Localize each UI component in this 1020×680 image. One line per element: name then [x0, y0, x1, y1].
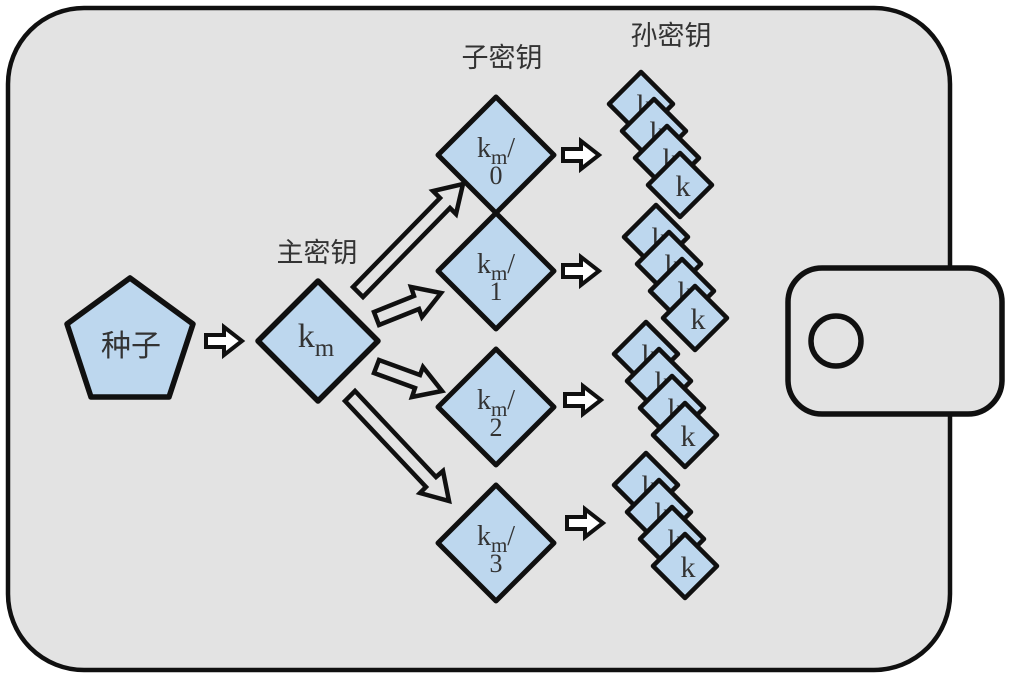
derivation-arrow-1 — [371, 284, 446, 328]
grandchild-key-stack-2: k k k k — [611, 319, 720, 470]
child-to-grandchild-arrow-3 — [565, 504, 607, 542]
clasp-button-icon — [808, 313, 864, 369]
grandchild-key-stack-3: k k k k — [611, 450, 720, 601]
master-key-caption: 主密钥 — [277, 238, 358, 268]
grandchild-key-text: k — [676, 170, 691, 203]
grandchild-key-text: k — [691, 303, 706, 336]
child-key-index-0: 0 — [490, 161, 503, 190]
grandchild-key-stack-1: k k k k — [621, 202, 730, 353]
child-key-diamond-1 — [435, 210, 557, 332]
grandchild-key-diamond — [660, 283, 730, 353]
grandchild-key-stack-0: k k k k — [606, 69, 715, 220]
seed-pentagon — [64, 275, 196, 400]
grandchild-key-diamond — [645, 150, 715, 220]
grandchild-key: k — [660, 283, 730, 353]
child-key-node-2: km/ 2 — [435, 346, 557, 468]
child-key-index-1: 1 — [490, 277, 503, 306]
child-to-grandchild-arrow-0 — [561, 136, 603, 174]
grandchild-key-text: k — [681, 420, 696, 453]
child-key-index-3: 3 — [490, 549, 503, 578]
master-key-node: km — [255, 278, 381, 404]
derivation-arrow-0 — [349, 180, 467, 301]
child-key-text-3: km/ — [477, 521, 515, 557]
grandchild-key-caption: 孙密钥 — [631, 21, 712, 51]
derivation-arrow-2 — [371, 357, 447, 400]
grandchild-key-text: k — [681, 551, 696, 584]
child-key-index-2: 2 — [490, 413, 503, 442]
child-key-text-1: km/ — [477, 249, 515, 285]
master-key-text: km — [298, 318, 335, 362]
child-key-node-3: km/ 3 — [435, 482, 557, 604]
master-key-diamond — [255, 278, 381, 404]
child-to-grandchild-arrow-1 — [561, 252, 603, 290]
child-to-grandchild-arrow-2 — [563, 381, 605, 419]
child-key-caption: 子密钥 — [462, 43, 543, 73]
seed-node: 种子 — [64, 275, 196, 400]
grandchild-key: k — [650, 400, 720, 470]
seed-label: 种子 — [101, 330, 161, 363]
grandchild-key: k — [650, 531, 720, 601]
child-key-text-0: km/ — [477, 133, 515, 169]
child-key-diamond-2 — [435, 346, 557, 468]
grandchild-key-diamond — [650, 531, 720, 601]
child-key-node-0: km/ 0 — [435, 94, 557, 216]
child-key-node-1: km/ 1 — [435, 210, 557, 332]
wallet-clasp — [785, 265, 1005, 417]
derivation-arrow-3 — [341, 387, 452, 505]
seed-to-master-arrow-icon — [204, 322, 246, 360]
child-key-diamond-3 — [435, 482, 557, 604]
child-key-text-2: km/ — [477, 385, 515, 421]
grandchild-key: k — [645, 150, 715, 220]
grandchild-key-diamond — [650, 400, 720, 470]
wallet-clasp-flap — [785, 265, 1005, 417]
